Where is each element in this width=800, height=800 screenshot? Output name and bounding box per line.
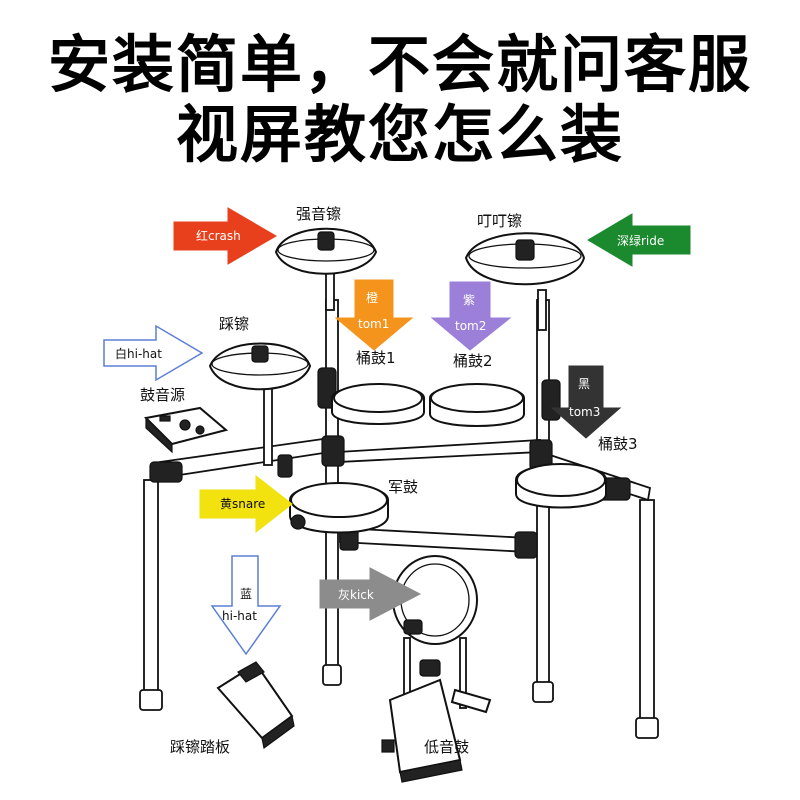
label-hihat: 踩镲: [219, 315, 249, 333]
label-kick: 低音鼓: [424, 738, 469, 756]
tom-3-pad: [515, 463, 607, 509]
arrow-hihat-pedal-text-2: hi-hat: [222, 609, 257, 623]
tom-1-pad: [331, 383, 425, 425]
crash-cymbal: [274, 227, 378, 311]
arrow-tom2-text-1: 紫: [463, 293, 475, 307]
label-snare: 军鼓: [388, 478, 418, 496]
ride-cymbal: [464, 232, 586, 331]
label-ride: 叮叮镲: [477, 212, 522, 230]
tom-2-pad: [429, 383, 525, 427]
label-hihat-pedal: 踩镲踏板: [170, 738, 230, 756]
arrow-tom2-text-2: tom2: [455, 319, 486, 333]
arrow-tom1-text-2: tom1: [358, 317, 389, 331]
arrow-hihat-pedal-text-1: 蓝: [240, 587, 252, 601]
arrow-tom3-text-2: tom3: [569, 405, 600, 419]
arrow-ride-text: 深绿ride: [617, 233, 664, 248]
snare-pad: [289, 482, 389, 534]
arrow-tom3: 黑 tom3: [550, 365, 622, 439]
arrow-tom3-text-1: 黑: [578, 377, 590, 391]
arrow-ride: 深绿ride: [587, 213, 691, 267]
label-module: 鼓音源: [140, 386, 185, 404]
kick-pad: [392, 555, 478, 709]
headline-line-2: 视屏教您怎么装: [175, 98, 624, 171]
label-crash: 强音镲: [296, 205, 341, 223]
label-tom1: 桶鼓1: [356, 349, 396, 367]
arrow-snare-text: 黄snare: [220, 497, 265, 511]
drum-module: [143, 406, 229, 454]
arrow-snare: 黄snare: [199, 474, 293, 534]
arrow-hihat-pedal: 蓝 hi-hat: [210, 555, 282, 656]
arrow-crash-text: 红crash: [196, 228, 241, 243]
arrow-tom1-text-1: 橙: [366, 290, 378, 305]
hihat-pedal: [216, 661, 295, 750]
arrow-tom1: 橙 tom1: [334, 279, 414, 351]
arrow-crash: 红crash: [173, 207, 277, 265]
arrow-hihat: 白hi-hat: [103, 324, 204, 382]
arrow-tom2: 紫 tom2: [430, 281, 512, 351]
arrow-hihat-text: 白hi-hat: [115, 346, 162, 361]
arrow-kick: 灰kick: [319, 567, 422, 621]
arrow-kick-text: 灰kick: [338, 588, 374, 602]
hihat-cymbal: [208, 342, 312, 466]
label-tom3: 桶鼓3: [598, 435, 638, 453]
kick-pedal: [381, 659, 492, 783]
headline-line-1: 安装简单，不会就问客服: [47, 28, 752, 101]
label-tom2: 桶鼓2: [453, 352, 493, 370]
